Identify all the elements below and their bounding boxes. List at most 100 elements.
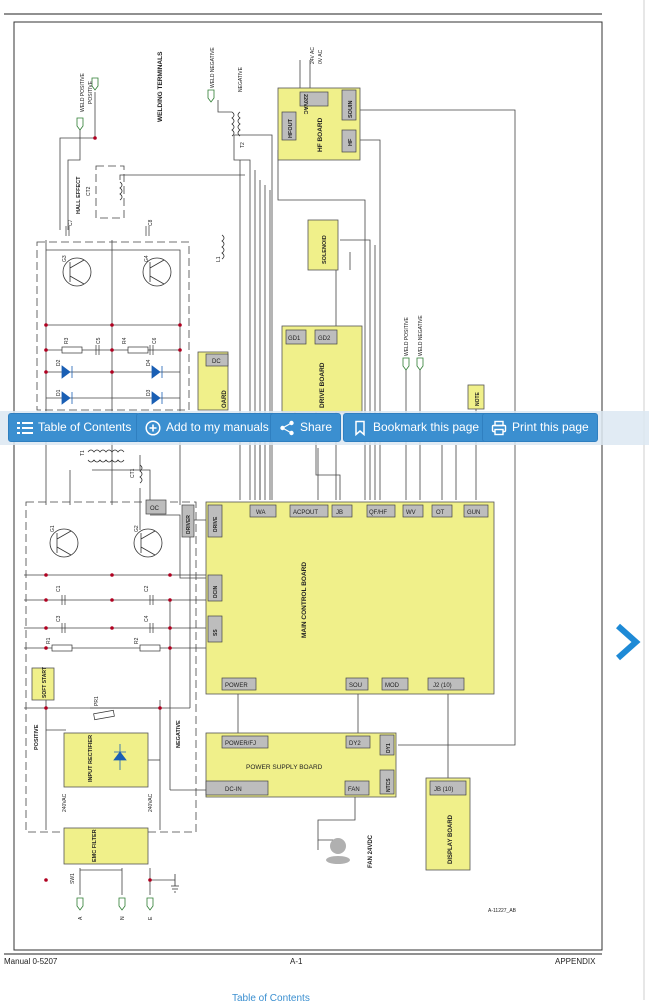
label-dcin2: DC-IN <box>225 787 242 793</box>
label-power-supply-board: POWER SUPPLY BOARD <box>246 764 323 771</box>
terminals <box>76 77 424 911</box>
label-qfhf: QF/HF <box>369 510 387 516</box>
label-hf: HF <box>348 138 354 146</box>
label-weld-negative-1: WELD NEGATIVE <box>210 47 216 88</box>
label-powerfj: POWER/FJ <box>225 741 256 747</box>
connectors <box>145 89 489 796</box>
label-power: POWER <box>225 683 248 689</box>
label-c1: C1 <box>56 585 62 592</box>
label-jb: JB <box>336 510 343 516</box>
boards <box>31 87 495 871</box>
label-gun: GUN <box>467 510 480 516</box>
label-sw1: SW1 <box>70 873 76 884</box>
label-c4: C4 <box>144 615 150 622</box>
page-toolbar: Table of Contents Add to my manuals Shar… <box>0 411 649 445</box>
label-weld-positive-1: WELD POSITIVE <box>80 72 86 112</box>
label-pr1: PR1 <box>94 696 100 706</box>
label-a: A <box>78 916 84 920</box>
label-d2: D2 <box>56 359 62 366</box>
label-d4: D4 <box>146 359 152 366</box>
diodes <box>61 365 163 405</box>
footer-left: Manual 0-5207 <box>4 957 58 966</box>
printer-icon <box>491 420 507 436</box>
label-c2: C2 <box>144 585 150 592</box>
label-dy1: DY1 <box>386 743 392 753</box>
label-soft-start: SOFT START <box>42 667 48 698</box>
label-gd2: GD2 <box>318 336 331 342</box>
label-24vac: 24V AC <box>310 47 316 64</box>
label-wv: WV <box>406 510 416 516</box>
label-driver: DRIVER <box>186 515 192 534</box>
footer-table-of-contents-link[interactable]: Table of Contents <box>232 993 310 1004</box>
add-to-manuals-button[interactable]: Add to my manuals <box>136 413 278 442</box>
labels: WELDING TERMINALS WELD POSITIVE POSITIVE… <box>34 47 517 920</box>
label-240vac-1: 240VAC <box>62 793 68 812</box>
label-hfout: HFOUT <box>288 118 294 138</box>
footer-center: A-1 <box>290 957 303 966</box>
label-ot: OT <box>436 510 445 516</box>
label-d3: D3 <box>146 389 152 396</box>
passives <box>51 226 161 721</box>
label-dc: DC <box>212 359 221 365</box>
label-r4: R4 <box>122 337 128 344</box>
label-e: E <box>148 916 154 920</box>
label-welding-terminals: WELDING TERMINALS <box>157 51 164 122</box>
label-hall-effect: HALL EFFECT <box>76 176 82 214</box>
label-oard: OARD <box>222 390 228 408</box>
label-d1: D1 <box>56 389 62 396</box>
label-acpout: ACPOUT <box>293 510 318 516</box>
label-negative-2: NEGATIVE <box>176 720 182 748</box>
add-circle-icon <box>145 420 161 436</box>
label-fan: FAN <box>348 787 360 793</box>
list-icon <box>17 422 33 434</box>
label-ntcs: NTCS <box>386 778 392 792</box>
bookmark-icon <box>355 420 365 436</box>
table-of-contents-button[interactable]: Table of Contents <box>8 413 141 442</box>
magnetics <box>87 111 241 484</box>
label-c8: C8 <box>148 219 154 226</box>
share-button[interactable]: Share <box>270 413 342 442</box>
next-page-chevron-icon[interactable] <box>606 620 646 664</box>
add-to-manuals-label: Add to my manuals <box>166 420 269 434</box>
bookmark-page-label: Bookmark this page <box>373 420 480 434</box>
label-positive-1: POSITIVE <box>88 80 94 104</box>
print-page-label: Print this page <box>512 420 589 434</box>
label-c6: C6 <box>152 337 158 344</box>
label-t2: T2 <box>240 142 246 148</box>
label-c3: C3 <box>56 615 62 622</box>
share-label: Share <box>300 420 333 434</box>
label-weld-positive-2: WELD POSITIVE <box>404 316 410 356</box>
rectifier-symbol <box>113 744 127 770</box>
label-emc-filter: EMC FILTER <box>92 829 98 862</box>
label-ss: SS <box>213 629 219 636</box>
label-mod: MOD <box>385 683 400 689</box>
label-display-board: DISPLAY BOARD <box>448 814 454 864</box>
label-g4: G4 <box>144 255 150 262</box>
label-souin: SOUIN <box>348 101 354 118</box>
drawing-id: A-11227_AB <box>488 908 517 914</box>
label-j2: J2 (10) <box>433 683 452 689</box>
label-g2: G2 <box>134 525 140 532</box>
label-drive-board: DRIVE BOARD <box>319 362 326 408</box>
label-jb10: JB (10) <box>434 787 453 793</box>
label-negative-1: NEGATIVE <box>238 66 244 92</box>
label-main-control-board: MAIN CONTROL BOARD <box>301 562 308 638</box>
label-0vac: 0V AC <box>318 49 324 64</box>
label-dcin: DCIN <box>213 585 219 598</box>
label-ct2: CT2 <box>86 186 92 196</box>
label-g3: G3 <box>62 255 68 262</box>
label-l1: L1 <box>216 256 222 262</box>
label-oc: OC <box>150 506 160 512</box>
label-r1: R1 <box>46 637 52 644</box>
label-weld-negative-2: WELD NEGATIVE <box>418 315 424 356</box>
label-220vac: 220VAC <box>302 94 308 114</box>
label-r3: R3 <box>64 337 70 344</box>
bookmark-page-button[interactable]: Bookmark this page <box>343 413 489 442</box>
label-positive-2: POSITIVE <box>34 724 40 750</box>
label-hf-board: HF BOARD <box>317 117 324 152</box>
label-240vac-2: 240VAC <box>148 793 154 812</box>
table-of-contents-label: Table of Contents <box>38 420 132 434</box>
print-page-button[interactable]: Print this page <box>482 413 598 442</box>
label-drive: DRIVE <box>213 516 219 532</box>
